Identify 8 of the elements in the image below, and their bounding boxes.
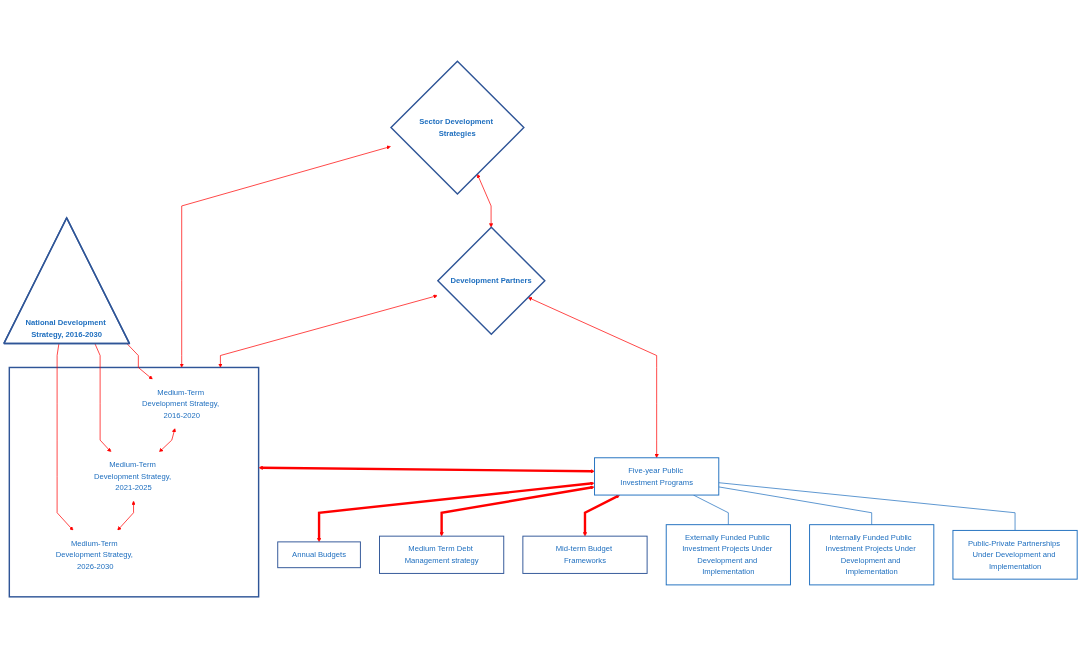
cluster bbox=[8, 366, 260, 598]
arrow bbox=[439, 485, 595, 537]
connector bbox=[718, 482, 1016, 531]
arrow bbox=[316, 481, 595, 543]
connector bbox=[693, 494, 729, 526]
connector bbox=[718, 486, 873, 526]
arrow bbox=[582, 494, 620, 537]
arrow bbox=[258, 465, 595, 474]
